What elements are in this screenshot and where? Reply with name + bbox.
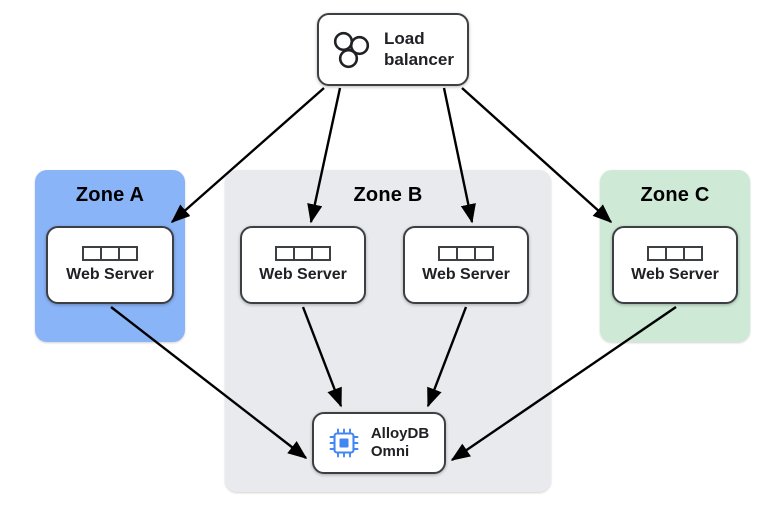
- web-server-label: Web Server: [631, 266, 719, 284]
- web-server-node-zone-b-2[interactable]: Web Server: [403, 226, 529, 304]
- server-rack-icon: [275, 246, 331, 262]
- web-server-label: Web Server: [259, 266, 347, 284]
- server-rack-icon: [647, 246, 703, 262]
- load-balancer-node[interactable]: Load balancer: [317, 13, 469, 86]
- alloydb-omni-node[interactable]: AlloyDB Omni: [312, 412, 446, 474]
- zone-c-label: Zone C: [640, 184, 710, 206]
- web-server-label: Web Server: [66, 266, 154, 284]
- three-circles-icon: [333, 31, 370, 68]
- web-server-node-zone-b-1[interactable]: Web Server: [240, 226, 366, 304]
- zone-a-label: Zone A: [75, 184, 145, 206]
- alloydb-omni-label: AlloyDB Omni: [370, 425, 430, 460]
- web-server-node-zone-a[interactable]: Web Server: [46, 226, 174, 304]
- load-balancer-label: Load balancer: [384, 29, 454, 69]
- server-rack-icon: [82, 246, 138, 262]
- cpu-chip-icon: [329, 428, 359, 458]
- web-server-node-zone-c[interactable]: Web Server: [612, 226, 738, 304]
- zone-b-label: Zone B: [353, 184, 423, 206]
- server-rack-icon: [438, 246, 494, 262]
- web-server-label: Web Server: [422, 266, 510, 284]
